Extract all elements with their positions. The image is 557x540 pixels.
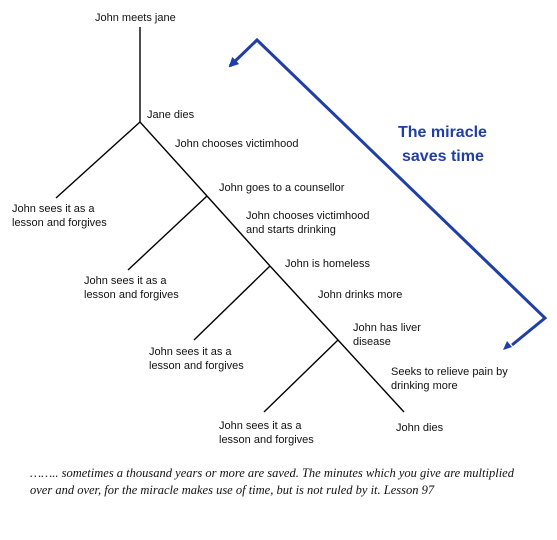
- tree-lines: [55, 27, 405, 413]
- label-jane-dies: Jane dies: [147, 109, 195, 121]
- branch-forgive-4: [263, 339, 339, 413]
- label-forgive-3-line1: John sees it as a: [149, 346, 232, 358]
- label-victimhood-2-line1: John chooses victimhood: [246, 210, 370, 222]
- callout-line-1: The miracle: [398, 124, 487, 141]
- label-forgive-2-line1: John sees it as a: [84, 275, 167, 287]
- label-victimhood-1: John chooses victimhood: [175, 138, 299, 150]
- label-forgive-4-line1: John sees it as a: [219, 420, 302, 432]
- label-john-meets-jane: John meets jane: [95, 12, 176, 24]
- main-path-3: [269, 265, 339, 341]
- main-path-4: [337, 339, 405, 413]
- label-forgive-1-line1: John sees it as a: [12, 203, 95, 215]
- branch-forgive-1: [55, 121, 141, 199]
- miracle-arrow: [228, 37, 548, 350]
- label-forgive-2-line2: lesson and forgives: [84, 289, 179, 301]
- lesson-quote: …….. sometimes a thousand years or more …: [30, 466, 514, 497]
- label-liver-line1: John has liver: [353, 322, 421, 334]
- branch-forgive-3: [193, 265, 271, 341]
- miracle-arrow-start-head: [503, 341, 512, 350]
- label-liver-line2: disease: [353, 336, 391, 348]
- label-drinks-more: John drinks more: [318, 289, 402, 301]
- label-relieve-line2: drinking more: [391, 380, 458, 392]
- label-counsellor: John goes to a counsellor: [219, 182, 345, 194]
- label-victimhood-2-line2: and starts drinking: [246, 224, 336, 236]
- label-relieve-line1: Seeks to relieve pain by: [391, 366, 508, 378]
- label-forgive-4-line2: lesson and forgives: [219, 434, 314, 446]
- branch-forgive-2: [127, 195, 208, 271]
- label-john-dies: John dies: [396, 422, 444, 434]
- label-homeless: John is homeless: [285, 258, 370, 270]
- main-path-1: [139, 121, 208, 197]
- main-path-2: [206, 195, 271, 267]
- miracle-arrow-path: [228, 37, 548, 347]
- label-forgive-3-line2: lesson and forgives: [149, 360, 244, 372]
- label-forgive-1-line2: lesson and forgives: [12, 217, 107, 229]
- callout-line-2: saves time: [402, 148, 484, 165]
